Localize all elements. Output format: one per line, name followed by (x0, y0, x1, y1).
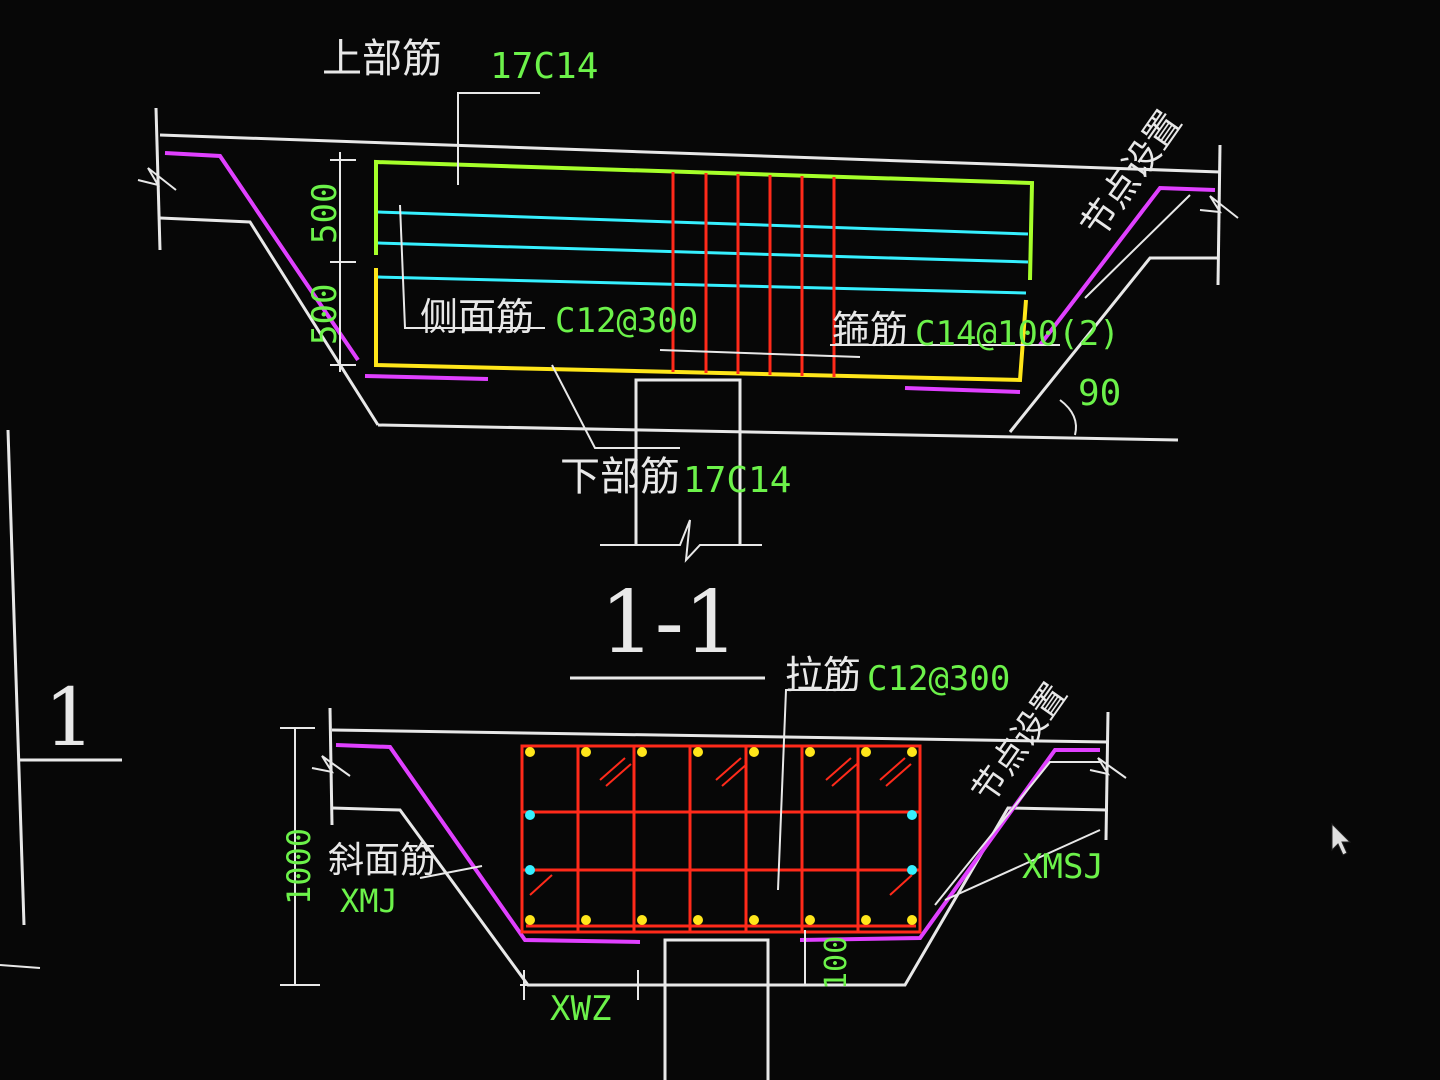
angle-label: 90 (1078, 373, 1121, 414)
rebar-grid (520, 744, 922, 934)
ground-line-top (159, 133, 1221, 174)
lower-break-symbol-right (1089, 757, 1127, 779)
column-outline (634, 378, 742, 545)
slope-bar-code: XMJ (340, 882, 398, 920)
side-bar-2 (377, 241, 1029, 264)
lower-slope-left (335, 743, 641, 944)
dim-100: 100 (819, 936, 854, 990)
dim-500-a: 500 (305, 183, 345, 244)
dim-1000: 1000 (280, 828, 318, 905)
lower-column (663, 938, 770, 1080)
hook-marks (529, 757, 913, 896)
pit-outline-right (1008, 256, 1218, 433)
side-bar-spec: C12@300 (555, 301, 698, 341)
dim-500-b: 500 (305, 284, 345, 345)
side-bar-1 (377, 210, 1029, 236)
top-bar-line (374, 159, 1035, 281)
break-symbol-right (1199, 195, 1239, 219)
slope-bar-leader (419, 865, 483, 879)
bottom-magenta-left (364, 374, 489, 381)
lower-outline-left (331, 806, 1109, 987)
slope-bar-left (164, 151, 360, 362)
lower-pit-detail (280, 689, 1127, 1080)
left-border-line (6, 429, 26, 926)
xwz-label: XWZ (550, 989, 611, 1029)
section-title: 1-1 (600, 573, 739, 673)
section-mark: 1 (44, 671, 95, 764)
bottom-magenta-right (904, 386, 1021, 394)
tie-bar-leader (777, 689, 850, 891)
stirrup-spec: C14@100(2) (915, 314, 1120, 354)
tie-bar-spec: C12@300 (867, 659, 1010, 699)
xmsj-label: XMSJ (1022, 847, 1104, 887)
pit-bottom-line (377, 423, 1179, 442)
angle-arc (1059, 399, 1077, 436)
top-bar-spec: 17C14 (490, 46, 598, 87)
column-break (600, 519, 762, 563)
lower-break-symbol-left (311, 755, 351, 777)
top-bar-label: 上部筋 (322, 36, 442, 82)
stirrup-label: 箍筋 (832, 308, 908, 352)
pit-outline-left (159, 216, 380, 426)
break-symbol-left (137, 167, 177, 191)
rebar-dots (525, 747, 917, 925)
upper-pit-detail (137, 92, 1239, 563)
lower-slope-right (799, 748, 1100, 942)
side-bar-3 (377, 275, 1027, 295)
tie-bar-label: 拉筋 (785, 653, 861, 697)
stirrup-dim-line (659, 349, 861, 358)
side-bar-label: 侧面筋 (420, 295, 534, 339)
xmsj-leader (944, 829, 1101, 901)
lower-break-right (1104, 711, 1110, 841)
bottom-bar-label: 下部筋 (560, 454, 680, 500)
break-line-left (154, 107, 162, 251)
bottom-bar-line (374, 268, 1028, 383)
bottom-bar-spec: 17C14 (683, 460, 791, 501)
lower-break-left (328, 707, 334, 826)
mouse-cursor-icon (1331, 822, 1352, 856)
ground-line-lower (331, 728, 1109, 744)
node-leader-top (1084, 194, 1191, 299)
top-bar-leader (457, 92, 540, 185)
break-line-right (1216, 144, 1222, 286)
slope-bar-right (1038, 185, 1216, 347)
lower-inner-right (934, 761, 1100, 906)
slope-bar-label: 斜面筋 (328, 840, 436, 881)
bottom-bar-leader (551, 364, 680, 449)
side-bar-leader (399, 204, 545, 329)
left-border-line-2 (0, 964, 41, 969)
stirrup-group (671, 172, 836, 377)
